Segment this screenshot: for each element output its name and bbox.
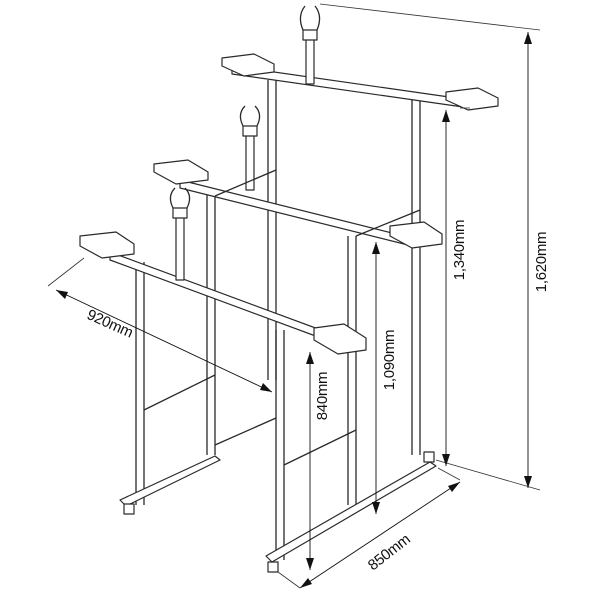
label-overall-height: 1,620mm [533, 232, 550, 292]
label-middle-tier-height: 1,340mm [451, 220, 468, 280]
label-lower-tier-height: 1,090mm [381, 330, 398, 390]
dimension-lines [47, 3, 541, 589]
label-width: 920mm [84, 306, 135, 341]
label-depth: 850mm [365, 531, 414, 574]
label-front-tier-height: 840mm [314, 372, 331, 421]
middle-tier [153, 105, 443, 505]
front-tier [79, 187, 437, 573]
